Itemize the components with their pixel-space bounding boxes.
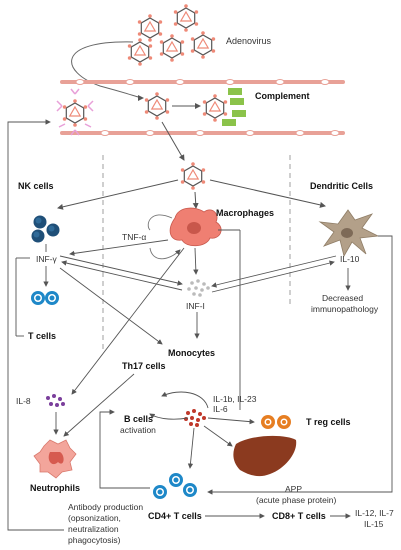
adenovirus-particle — [159, 33, 185, 63]
b-cells-label: B cells — [124, 414, 153, 424]
il8-label: IL-8 — [16, 396, 31, 406]
mac-to-inf-arrow — [193, 247, 199, 275]
monocytes-label: Monocytes — [168, 348, 215, 358]
neutrophil-icon — [33, 439, 77, 479]
il10-to-infi-arrow — [211, 255, 337, 288]
vessel-exit-arrow — [161, 121, 185, 161]
inf-i-label: INF-I — [186, 301, 205, 311]
antibody-label-line4: phagocytosis) — [68, 535, 121, 545]
cytokines-label-line1: IL-1b, IL-23 — [213, 394, 257, 404]
nk-cells-icon — [31, 215, 60, 243]
neutrophils-label: Neutrophils — [30, 483, 80, 493]
cd4-t-cells-icon — [153, 473, 197, 499]
decreased-label-line2: immunopathology — [311, 304, 379, 314]
mac-to-il8-arrow — [71, 247, 185, 395]
cytokines-to-cd4-arrow — [187, 427, 195, 469]
tissue-adenovirus — [180, 161, 206, 191]
t-cells-label: T cells — [28, 331, 56, 341]
cd8-label: CD8+ T cells — [272, 511, 326, 521]
cytokines-to-bcells-arrow — [149, 413, 189, 420]
to-dendritic-arrow — [209, 179, 326, 208]
tnf-alpha-label: TNF-α — [122, 232, 146, 242]
infi-to-il10-arrow — [211, 260, 335, 293]
dendritic-cell-icon — [318, 209, 380, 258]
infg-to-infi-arrow — [59, 255, 183, 286]
adenovirus-particle — [190, 30, 216, 60]
antibody-feedback-line — [7, 119, 64, 531]
macrophage-icon — [169, 207, 222, 247]
complement-bound-virus — [202, 93, 228, 123]
il10-label: IL-10 — [340, 254, 360, 264]
macrophages-label: Macrophages — [216, 208, 274, 218]
adenovirus-label: Adenovirus — [226, 36, 272, 46]
inf-gamma-label: INF-γ — [36, 254, 58, 264]
cd4-to-bcells-line — [99, 409, 150, 489]
adenovirus-cluster — [127, 3, 216, 67]
antibody-label-line1: Antibody production — [68, 502, 143, 512]
vessel-adenovirus — [144, 91, 170, 121]
t-cells-icon — [31, 291, 59, 305]
dendritic-to-cd4-line — [207, 235, 393, 495]
cytokines-label-line2: IL-6 — [213, 404, 228, 414]
cd4-label: CD4+ T cells — [148, 511, 202, 521]
complement-label: Complement — [255, 91, 310, 101]
il8-dots — [46, 394, 65, 407]
nk-cells-label: NK cells — [18, 181, 54, 191]
mac-to-infg-arrow — [69, 239, 169, 257]
cytokines-to-liver-arrow — [203, 425, 233, 447]
complement-proteins — [222, 88, 246, 126]
infi-to-infg-arrow — [61, 260, 183, 291]
infg-to-monocytes-arrow — [59, 267, 163, 345]
treg-label: T reg cells — [306, 417, 351, 427]
th17-label: Th17 cells — [122, 361, 166, 371]
tnf-loop-bottom — [149, 247, 181, 260]
to-nk-arrow — [57, 179, 179, 210]
th17-to-neutrophils-arrow — [63, 373, 135, 437]
cytokines-to-treg-arrow — [207, 417, 255, 425]
activation-label: activation — [120, 425, 156, 435]
app-label-line1: APP — [285, 484, 302, 494]
adenovirus-particle — [173, 3, 199, 33]
cytokines-to-th17-arrow — [161, 391, 209, 409]
to-macrophage-arrow — [192, 191, 199, 209]
cd8-products-line2: IL-15 — [364, 519, 384, 529]
app-label-line2: (acute phase protein) — [256, 495, 336, 505]
tnf-loop-top — [147, 214, 173, 231]
treg-cells-icon — [261, 415, 291, 429]
dendritic-cells-label: Dendritic Cells — [310, 181, 373, 191]
decreased-label-line1: Decreased — [322, 293, 363, 303]
antibody-label-line2: (opsonization, — [68, 513, 121, 523]
cd8-products-line1: IL-12, IL-7 — [355, 508, 394, 518]
antibody-coated-virus — [56, 88, 94, 136]
antibody-label-line3: neutralization — [68, 524, 119, 534]
cytokine-dots — [184, 409, 206, 427]
liver-icon — [233, 435, 297, 477]
inf-i-dots — [187, 279, 210, 297]
adenovirus-particle — [137, 13, 163, 43]
blood-vessel — [60, 79, 345, 136]
